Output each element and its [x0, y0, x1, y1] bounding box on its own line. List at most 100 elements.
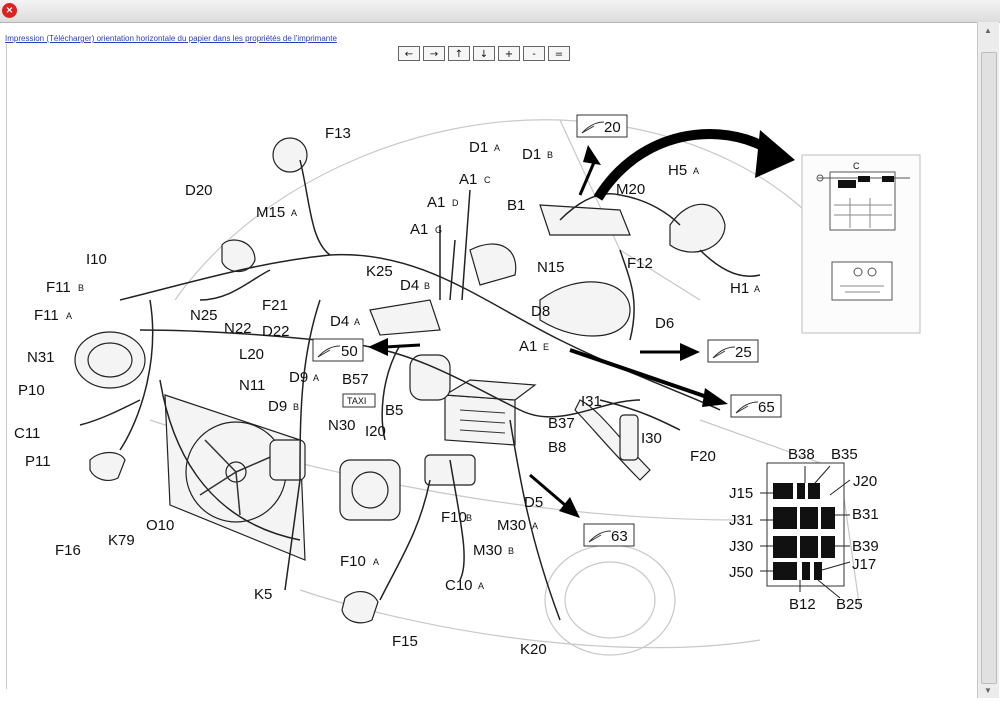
- label-P10: P10: [18, 382, 45, 399]
- label-F13: F13: [325, 125, 351, 142]
- scroll-up-icon[interactable]: ▲: [984, 26, 992, 35]
- label-H1: H1: [730, 280, 749, 297]
- ref-65-label: 65: [758, 399, 775, 416]
- vertical-scrollbar[interactable]: ▲ ▼: [977, 22, 999, 698]
- nav-toolbar: ← → ↑ ↓ + - =: [398, 46, 570, 63]
- connector-block: [760, 462, 851, 599]
- label-K20: K20: [520, 641, 547, 658]
- sub-F11-a: A: [66, 311, 72, 321]
- label-F16: F16: [55, 542, 81, 559]
- taxi-box: [342, 393, 376, 408]
- label-H5: H5: [668, 162, 687, 179]
- label-B39: B39: [852, 538, 879, 555]
- label-F12: F12: [627, 255, 653, 272]
- label-F20: F20: [690, 448, 716, 465]
- ref-25-label: 25: [735, 344, 752, 361]
- label-O10: O10: [146, 517, 174, 534]
- label-F10-a: F10: [340, 553, 366, 570]
- scroll-thumb[interactable]: [981, 52, 997, 684]
- label-B25: B25: [836, 596, 863, 613]
- pan-down-button[interactable]: ↓: [473, 46, 495, 61]
- label-B12: B12: [789, 596, 816, 613]
- label-I30: I30: [641, 430, 662, 447]
- part-labels: F13 D20 M15 A I10 F11 B F11 A N31 P10 C1…: [14, 125, 879, 658]
- label-N22: N22: [224, 320, 252, 337]
- sub-M30-a: A: [532, 521, 538, 531]
- sub-F10-b: B: [466, 513, 472, 523]
- ref-box-63[interactable]: 63: [583, 523, 635, 547]
- sub-D9-b: B: [293, 402, 299, 412]
- label-I10: I10: [86, 251, 107, 268]
- label-M15: M15: [256, 204, 285, 221]
- pan-left-button[interactable]: ←: [398, 46, 420, 61]
- label-J30: J30: [729, 538, 753, 555]
- label-F15: F15: [392, 633, 418, 650]
- sub-A1-e: E: [543, 342, 549, 352]
- ref-box-20[interactable]: 20: [576, 114, 628, 138]
- print-link[interactable]: Impression (Télécharger) orientation hor…: [5, 34, 337, 43]
- ref-box-65[interactable]: 65: [730, 394, 782, 418]
- label-J31: J31: [729, 512, 753, 529]
- ref-20-label: 20: [604, 119, 621, 136]
- fusebox-inset: C: [801, 154, 921, 334]
- sub-F10-a: A: [373, 557, 379, 567]
- label-B37: B37: [548, 415, 575, 432]
- sub-D9-a: A: [313, 373, 319, 383]
- scroll-down-icon[interactable]: ▼: [984, 686, 992, 695]
- pan-right-button[interactable]: →: [423, 46, 445, 61]
- label-D22: D22: [262, 323, 290, 340]
- title-bar: ×: [0, 0, 1000, 23]
- label-A1-c: A1: [459, 171, 477, 188]
- label-N31: N31: [27, 349, 55, 366]
- direction-arrows: [368, 129, 795, 518]
- label-M20: M20: [616, 181, 645, 198]
- ref-box-50[interactable]: 50: [312, 338, 364, 362]
- label-D8: D8: [531, 303, 550, 320]
- label-B57: B57: [342, 371, 369, 388]
- zoom-reset-button[interactable]: =: [548, 46, 570, 61]
- label-N25: N25: [190, 307, 218, 324]
- close-icon[interactable]: ×: [2, 3, 17, 18]
- radiator: [164, 394, 306, 561]
- label-M30-a: M30: [497, 517, 526, 534]
- label-TAXI: TAXI: [347, 396, 366, 406]
- label-B5: B5: [385, 402, 403, 419]
- label-A1-d: A1: [427, 194, 445, 211]
- label-D9-a: D9: [289, 369, 308, 386]
- label-D4-b: D4: [400, 277, 419, 294]
- sub-M30-b: B: [508, 546, 514, 556]
- label-C10: C10: [445, 577, 473, 594]
- ref-63-label: 63: [611, 528, 628, 545]
- label-C11: C11: [14, 425, 40, 442]
- label-F11-a: F11: [34, 307, 59, 324]
- inset-label-c: C: [853, 161, 860, 171]
- sub-M15: A: [291, 208, 297, 218]
- label-N11: N11: [239, 377, 265, 394]
- label-K79: K79: [108, 532, 135, 549]
- label-B38: B38: [788, 446, 815, 463]
- sub-H1: A: [754, 284, 760, 294]
- label-J17: J17: [852, 556, 876, 573]
- sub-C10: A: [478, 581, 484, 591]
- label-B8: B8: [548, 439, 566, 456]
- sub-D1-b: B: [547, 150, 553, 160]
- label-D20: D20: [185, 182, 213, 199]
- label-D6: D6: [655, 315, 674, 332]
- label-D5: D5: [524, 494, 543, 511]
- zoom-in-button[interactable]: +: [498, 46, 520, 61]
- wiring-harness: [79, 159, 761, 621]
- label-K25: K25: [366, 263, 393, 280]
- label-P11: P11: [25, 453, 51, 470]
- sub-H5: A: [693, 166, 699, 176]
- pan-up-button[interactable]: ↑: [448, 46, 470, 61]
- label-B1: B1: [507, 197, 525, 214]
- label-A1-e: A1: [519, 338, 537, 355]
- zoom-out-button[interactable]: -: [523, 46, 545, 61]
- label-D1-a: D1: [469, 139, 488, 156]
- engine-parts: [89, 137, 726, 624]
- label-I20: I20: [365, 423, 386, 440]
- label-K5: K5: [254, 586, 272, 603]
- ref-box-25[interactable]: 25: [707, 339, 759, 363]
- headlamp: [74, 331, 146, 389]
